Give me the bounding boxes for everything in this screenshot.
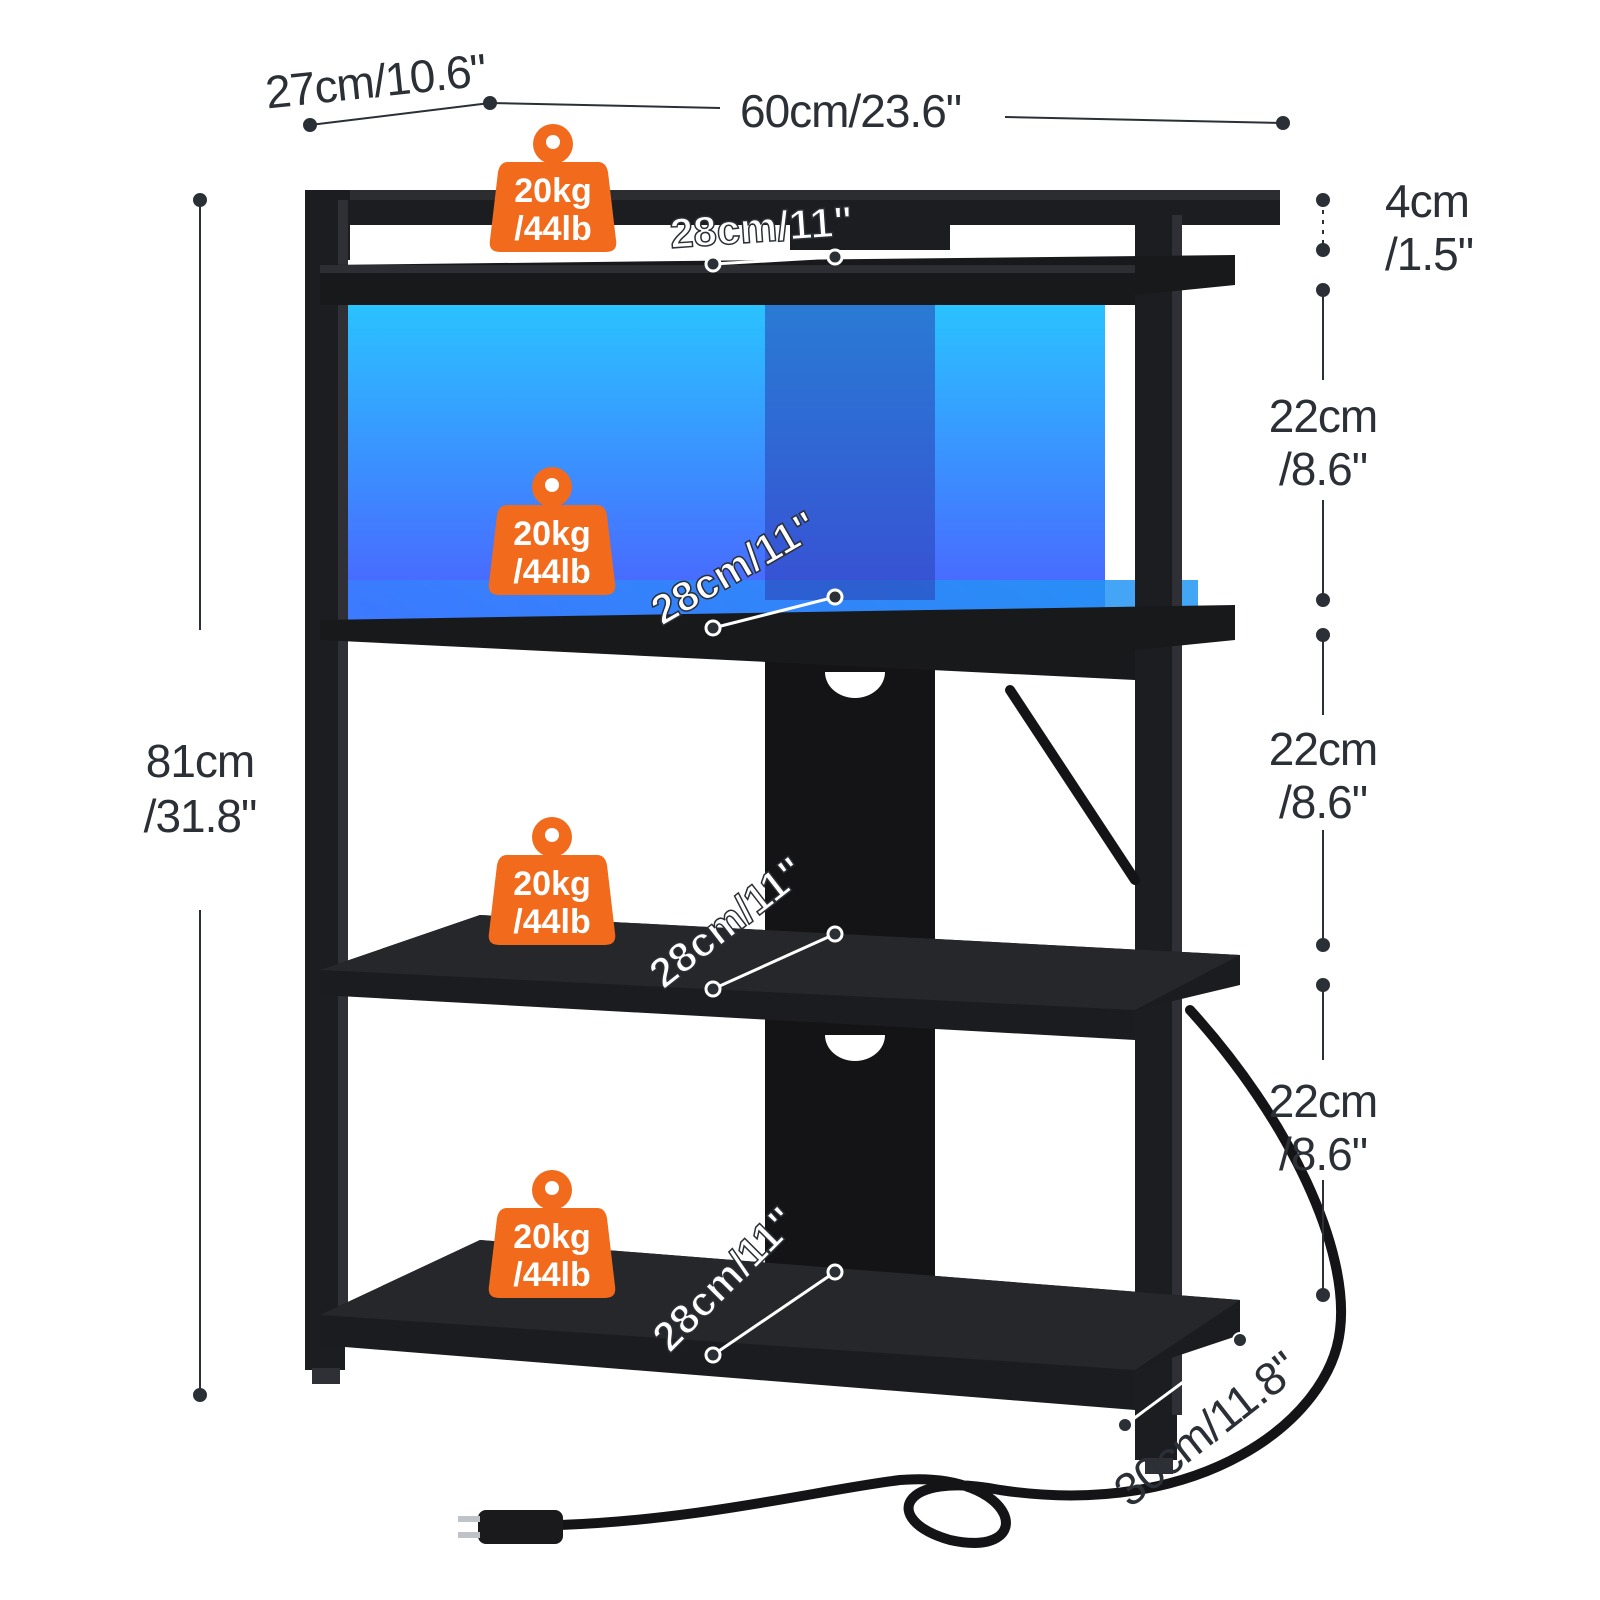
shelf-4 (320, 1240, 1240, 1410)
top-rail-label-in: /1.5" (1385, 228, 1474, 280)
gap-label-cm: 22cm (1268, 723, 1378, 775)
width-label: 60cm/23.6" (740, 85, 962, 137)
weight-kg: 20kg (513, 1218, 591, 1256)
weight-kg: 20kg (513, 865, 591, 903)
power-cord (555, 685, 1346, 1548)
weight-lb: /44lb (514, 210, 592, 248)
cable-hole (825, 1035, 885, 1061)
power-plug-icon (458, 1510, 563, 1544)
shelf-2 (320, 605, 1235, 680)
weight-icon (488, 467, 616, 595)
weight-lb: /44lb (513, 903, 591, 941)
leg-back-left (338, 200, 348, 1330)
weight-badge: 20kg /44lb (487, 465, 617, 595)
leg-front-right (1135, 210, 1177, 1460)
weight-icon (488, 817, 616, 945)
weight-kg: 20kg (514, 172, 592, 210)
shelf-1 (320, 255, 1235, 305)
foot (1145, 1458, 1173, 1474)
foot (312, 1368, 340, 1384)
weight-badge: 20kg /44lb (487, 1168, 617, 1298)
dimension-lines (193, 96, 1330, 1433)
center-divider-upper (765, 300, 935, 600)
weight-badge: 20kg /44lb (488, 122, 618, 252)
shelf-depth-lines (704, 248, 844, 1364)
weight-icon (489, 124, 617, 252)
gap-label-in: /8.6" (1278, 443, 1368, 495)
weight-badge: 20kg /44lb (487, 815, 617, 945)
gap-label-in: /8.6" (1278, 1128, 1368, 1180)
weight-icon (488, 1170, 616, 1298)
gap-label-cm: 22cm (1268, 390, 1378, 442)
cable-hole (825, 672, 885, 698)
gap-label-cm: 22cm (1268, 1075, 1378, 1127)
gap-label-in: /8.6" (1278, 776, 1368, 828)
led-glow-panel (345, 290, 1105, 630)
weight-lb: /44lb (513, 1256, 591, 1294)
height-label-cm: 81cm (145, 735, 255, 787)
center-divider-mid (765, 660, 935, 940)
top-rail-label-cm: 4cm (1385, 175, 1470, 227)
weight-kg: 20kg (513, 515, 591, 553)
leg-back-right (1172, 215, 1182, 1415)
height-label-in: /31.8" (143, 790, 258, 842)
weight-lb: /44lb (513, 553, 591, 591)
